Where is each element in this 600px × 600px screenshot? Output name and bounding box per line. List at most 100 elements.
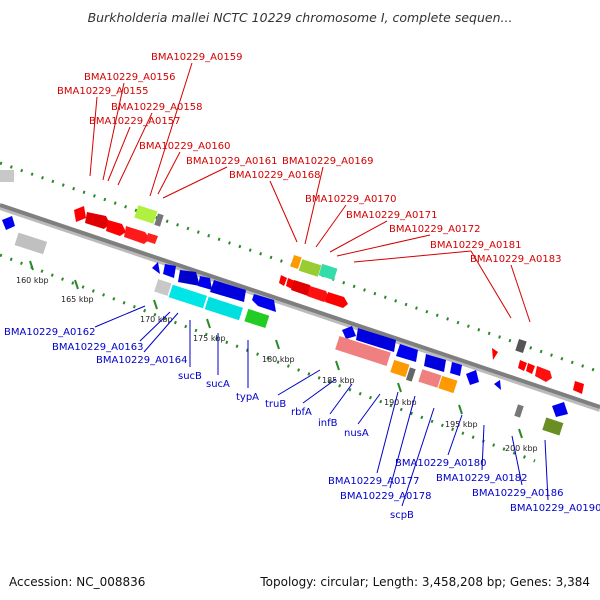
label-leader-line bbox=[376, 391, 399, 474]
gene-feature[interactable] bbox=[74, 206, 86, 222]
gene-feature[interactable] bbox=[198, 276, 212, 290]
gene-label[interactable]: BMA10229_A0190 bbox=[510, 503, 600, 514]
gene-feature[interactable] bbox=[405, 367, 416, 382]
gene-feature[interactable] bbox=[85, 212, 110, 229]
label-leader-line bbox=[107, 126, 131, 182]
gene-feature[interactable] bbox=[124, 226, 150, 244]
gene-feature[interactable] bbox=[466, 370, 479, 385]
reverse-strand-features bbox=[2, 216, 568, 436]
gene-feature[interactable] bbox=[244, 308, 270, 329]
tick-mark bbox=[518, 428, 523, 439]
tick-label: 180 kbp bbox=[262, 355, 295, 364]
gene-label[interactable]: sucB bbox=[178, 371, 202, 382]
gene-feature[interactable] bbox=[573, 381, 584, 394]
gene-feature[interactable] bbox=[552, 402, 568, 417]
gene-feature[interactable] bbox=[168, 284, 207, 309]
gene-label[interactable]: BMA10229_A0172 bbox=[389, 224, 480, 235]
label-leader-line bbox=[89, 96, 98, 177]
label-leader-line bbox=[401, 407, 435, 507]
gene-feature[interactable] bbox=[291, 280, 313, 296]
gene-feature[interactable] bbox=[342, 326, 356, 339]
gene-feature[interactable] bbox=[279, 275, 287, 286]
gene-label[interactable]: BMA10229_A0164 bbox=[96, 355, 187, 366]
gene-label[interactable]: scpB bbox=[390, 510, 414, 521]
gene-feature[interactable] bbox=[535, 366, 552, 382]
gene-label[interactable]: BMA10229_A0182 bbox=[436, 473, 527, 484]
gene-label[interactable]: BMA10229_A0158 bbox=[111, 102, 202, 113]
gene-label[interactable]: BMA10229_A0169 bbox=[282, 156, 373, 167]
gene-feature[interactable] bbox=[438, 375, 458, 394]
gene-feature[interactable] bbox=[146, 233, 158, 244]
gene-feature[interactable] bbox=[210, 280, 246, 302]
gene-feature[interactable] bbox=[178, 270, 200, 286]
genome-summary-text: Topology: circular; Length: 3,458,208 bp… bbox=[260, 575, 590, 589]
gene-label[interactable]: BMA10229_A0171 bbox=[346, 210, 437, 221]
label-leader-line bbox=[94, 305, 146, 328]
gene-feature[interactable] bbox=[152, 262, 160, 274]
gene-label[interactable]: BMA10229_A0186 bbox=[472, 488, 563, 499]
gene-feature[interactable] bbox=[390, 359, 410, 378]
tick-label: 190 kbp bbox=[384, 398, 417, 407]
gene-feature[interactable] bbox=[450, 362, 462, 376]
gene-label[interactable]: BMA10229_A0180 bbox=[395, 458, 486, 469]
gene-feature[interactable] bbox=[396, 344, 418, 362]
gene-feature[interactable] bbox=[318, 263, 338, 281]
gene-feature[interactable] bbox=[518, 360, 527, 371]
label-leader-line bbox=[329, 383, 353, 415]
gene-feature[interactable] bbox=[204, 296, 243, 321]
label-leader-line bbox=[329, 220, 388, 253]
tick-mark bbox=[335, 360, 340, 371]
gene-label[interactable]: nusA bbox=[344, 428, 369, 439]
gene-feature[interactable] bbox=[0, 170, 14, 182]
gene-label[interactable]: BMA10229_A0183 bbox=[470, 254, 561, 265]
gene-label[interactable]: BMA10229_A0168 bbox=[229, 170, 320, 181]
gene-label[interactable]: infB bbox=[318, 418, 338, 429]
gene-label[interactable]: BMA10229_A0163 bbox=[52, 342, 143, 353]
gene-feature[interactable] bbox=[154, 213, 164, 227]
gene-feature[interactable] bbox=[418, 369, 442, 388]
gene-feature[interactable] bbox=[14, 232, 48, 255]
gene-label[interactable]: sucA bbox=[206, 379, 230, 390]
gene-label[interactable]: typA bbox=[236, 392, 259, 403]
gene-feature[interactable] bbox=[106, 220, 126, 236]
forward-strand-features bbox=[0, 170, 584, 394]
gene-label[interactable]: BMA10229_A0155 bbox=[57, 86, 148, 97]
gene-label[interactable]: BMA10229_A0170 bbox=[305, 194, 396, 205]
gene-feature[interactable] bbox=[290, 255, 302, 269]
gene-feature[interactable] bbox=[514, 404, 524, 418]
gene-label[interactable]: BMA10229_A0156 bbox=[84, 72, 175, 83]
gene-feature[interactable] bbox=[492, 348, 498, 360]
gene-label[interactable]: BMA10229_A0160 bbox=[139, 141, 230, 152]
gene-feature[interactable] bbox=[307, 286, 329, 302]
gene-feature[interactable] bbox=[424, 354, 446, 372]
gene-label[interactable]: BMA10229_A0161 bbox=[186, 156, 277, 167]
gene-label[interactable]: BMA10229_A0178 bbox=[340, 491, 431, 502]
gene-feature[interactable] bbox=[515, 339, 527, 353]
label-leader-line bbox=[389, 395, 416, 489]
label-leader-line bbox=[304, 166, 324, 245]
gene-label[interactable]: BMA10229_A0177 bbox=[328, 476, 419, 487]
tick-mark bbox=[275, 339, 280, 350]
gene-feature[interactable] bbox=[325, 292, 348, 308]
gene-label[interactable]: BMA10229_A0157 bbox=[89, 116, 180, 127]
gene-feature[interactable] bbox=[163, 264, 176, 278]
gene-feature[interactable] bbox=[542, 417, 564, 436]
bottom-gene-labels: BMA10229_A0162BMA10229_A0163BMA10229_A01… bbox=[4, 305, 600, 521]
gene-label[interactable]: truB bbox=[265, 399, 286, 410]
gene-feature[interactable] bbox=[298, 259, 322, 277]
gene-label[interactable]: BMA10229_A0181 bbox=[430, 240, 521, 251]
gene-label[interactable]: BMA10229_A0159 bbox=[151, 52, 242, 63]
gene-feature[interactable] bbox=[134, 205, 158, 224]
gene-feature[interactable] bbox=[2, 216, 15, 230]
gene-feature[interactable] bbox=[356, 328, 396, 352]
gene-feature[interactable] bbox=[335, 335, 391, 367]
gene-feature[interactable] bbox=[526, 363, 535, 374]
gene-feature[interactable] bbox=[494, 380, 501, 390]
gene-feature[interactable] bbox=[154, 279, 172, 296]
gene-feature[interactable] bbox=[252, 294, 276, 312]
gene-label[interactable]: rbfA bbox=[291, 407, 312, 418]
gene-label[interactable]: BMA10229_A0162 bbox=[4, 327, 95, 338]
tick-label: 185 kbp bbox=[322, 376, 355, 385]
